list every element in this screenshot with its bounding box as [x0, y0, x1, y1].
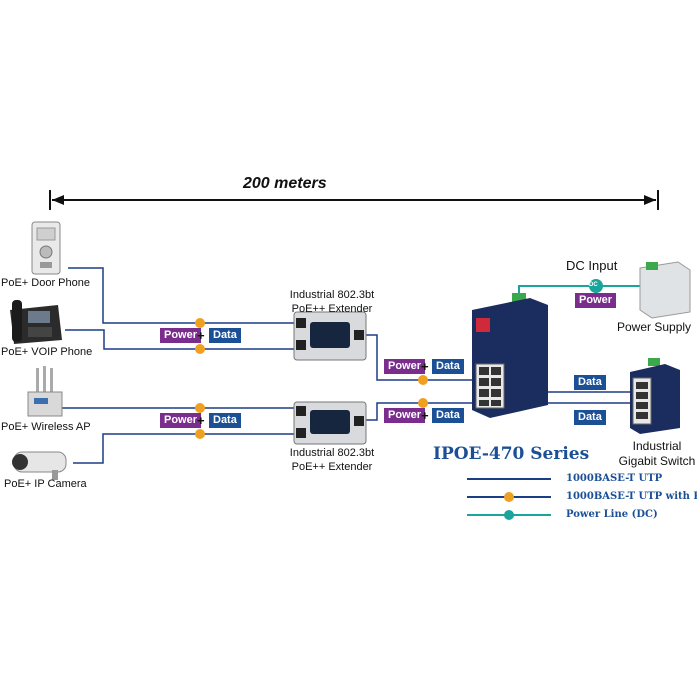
plus-sign-bottom-right: +: [421, 408, 429, 423]
extender-top-label-line2: PoE++ Extender: [291, 303, 373, 315]
legend-power-line-text: Power Line (DC): [566, 509, 658, 520]
legend-utp-poe-text: 1000BASE-T UTP with PoE: [566, 491, 697, 502]
gigabit-switch-icon: [630, 358, 680, 434]
voip-phone-icon: [10, 300, 62, 344]
door-phone-icon: [31, 221, 61, 275]
poe-dots: [195, 318, 428, 439]
ip-camera-icon: [12, 451, 67, 480]
extender-bottom-label-line2: PoE++ Extender: [291, 461, 373, 473]
data-tag-switch-lower: Data: [574, 410, 606, 425]
distance-label: 200 meters: [243, 175, 327, 192]
data-tag-switch-upper: Data: [574, 375, 606, 390]
extender-bottom-icon: [293, 401, 367, 445]
power-tag-bottom-right: Power: [384, 408, 426, 423]
power-supply-icon: [639, 261, 691, 319]
dc-power-line: [518, 285, 645, 293]
data-tag-top-left: Data: [209, 328, 241, 343]
legend-utp-text: 1000BASE-T UTP: [566, 473, 663, 484]
power-tag-top-left: Power: [160, 328, 202, 343]
extender-bottom-label-line1: Industrial 802.3bt: [289, 447, 375, 459]
plus-sign-bottom-left: +: [197, 413, 205, 428]
wireless-ap-icon: [27, 366, 63, 417]
dc-badge-label: DC: [589, 282, 598, 288]
ipoe-switch-icon: [472, 293, 548, 418]
power-tag-top-right: Power: [384, 359, 426, 374]
plus-sign-top-right: +: [421, 359, 429, 374]
data-tag-top-right: Data: [432, 359, 464, 374]
wireless-ap-label: PoE+ Wireless AP: [1, 421, 91, 433]
door-phone-label: PoE+ Door Phone: [1, 277, 90, 289]
gigabit-switch-label-line1: Industrial: [632, 439, 682, 453]
power-supply-label: Power Supply: [617, 320, 692, 334]
power-tag-bottom-left: Power: [160, 413, 202, 428]
legend-lines: [467, 478, 551, 520]
voip-phone-label: PoE+ VOIP Phone: [1, 346, 93, 358]
power-tag-dc: Power: [575, 293, 617, 308]
data-tag-bottom-right: Data: [432, 408, 464, 423]
plus-sign-top-left: +: [197, 328, 205, 343]
ip-camera-label: PoE+ IP Camera: [4, 478, 87, 490]
gigabit-switch-label-line2: Gigabit Switch: [618, 454, 696, 468]
series-title: IPOE-470 Series: [433, 444, 590, 464]
dc-input-label: DC Input: [566, 258, 618, 273]
extender-top-label-line1: Industrial 802.3bt: [289, 289, 375, 301]
distance-arrow: [49, 190, 659, 210]
dc-badge-circle: [589, 279, 603, 293]
extender-top-icon: [293, 311, 367, 361]
data-tag-bottom-left: Data: [209, 413, 241, 428]
